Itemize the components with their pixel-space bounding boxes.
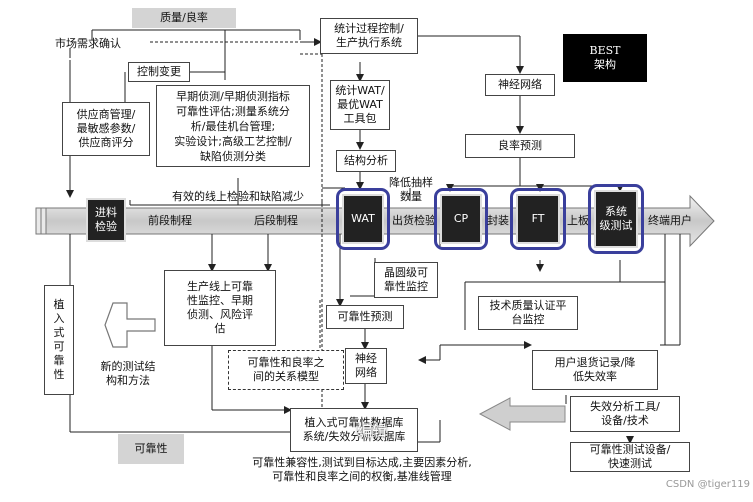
shipment-inspection-label: 出货检验 [392,214,436,227]
embedded-reliability-box: 植 入 式 可 靠 性 [44,285,74,395]
system-level-test-box: 系统 级测试 [594,190,638,248]
system-test-highlight-ring [588,184,644,254]
tech-quality-platform-box: 技术质量认证平 台监控 [478,296,578,330]
yield-prediction-box: 良率预测 [465,134,575,158]
reliability-prediction-box: 可靠性预测 [326,305,404,329]
embedded-database-box: 植入式可靠性数据库 系统/失效分析数据库 [290,408,418,452]
end-user-label: 终端用户 [648,214,692,227]
inbound-grey-arrow [478,397,566,431]
ft-highlight-ring [510,188,566,250]
best-architecture-title: BEST 架构 [563,34,647,82]
stat-wat-toolkit-box: 统计WAT/ 最优WAT 工具包 [330,80,390,130]
neural-network-mid-box: 神经 网络 [345,348,387,384]
board-mount-label: 上板 [567,214,589,227]
reliability-yield-model-box: 可靠性和良率之 间的关系模型 [228,350,344,390]
wafer-reliability-box: 晶圆级可 靠性监控 [374,262,438,298]
neural-network-top-box: 神经网络 [485,74,555,96]
user-returns-box: 用户退货记录/降 低失效率 [532,350,658,390]
ft-stage-box: FT [516,194,560,244]
early-detection-box: 早期侦测/早期侦测指标 可靠性评估;测量系统分 析/最佳机台管理; 实验设计;高… [156,85,310,167]
reduce-sampling-label: 降低抽样 数量 [389,176,433,203]
reliability-label-box: 可靠性 [118,434,184,464]
supplier-management-box: 供应商管理/ 最敏感参数/ 供应商评分 [62,102,150,156]
cp-highlight-ring [434,188,488,250]
reliability-test-equipment-box: 可靠性测试设备/ 快速测试 [570,442,690,472]
wat-highlight-ring [336,188,390,250]
bottom-caption: 可靠性兼容性,测试到目标达成,主要因素分析, 可靠性和良率之间的权衡,基准线管理 [252,456,472,483]
packaging-label: 封装 [487,214,509,227]
spc-mes-box: 统计过程控制/ 生产执行系统 [320,18,418,54]
back-end-process-label: 后段制程 [254,214,298,227]
edit-overlay-label: 编辑 [356,422,387,440]
front-end-process-label: 前段制程 [148,214,192,227]
control-change-box: 控制变更 [128,62,190,82]
quality-yield-label: 质量/良率 [132,8,236,28]
market-demand-label: 市场需求确认 [55,37,121,50]
structure-analysis-box: 结构分析 [336,150,396,172]
cp-stage-box: CP [440,194,482,244]
effective-inline-label: 有效的线上检验和缺陷减少 [172,190,304,203]
hollow-up-arrow [104,302,156,348]
failure-analysis-tools-box: 失效分析工具/ 设备/技术 [570,396,680,432]
inline-reliability-monitor-box: 生产线上可靠 性监控、早期 侦测、风险评 估 [164,270,276,346]
wat-stage-box: WAT [342,194,384,244]
new-test-structure-label: 新的测试结 构和方法 [100,360,156,387]
watermark: CSDN @tiger119 [665,479,750,490]
incoming-inspection-box: 进料 检验 [86,198,126,242]
